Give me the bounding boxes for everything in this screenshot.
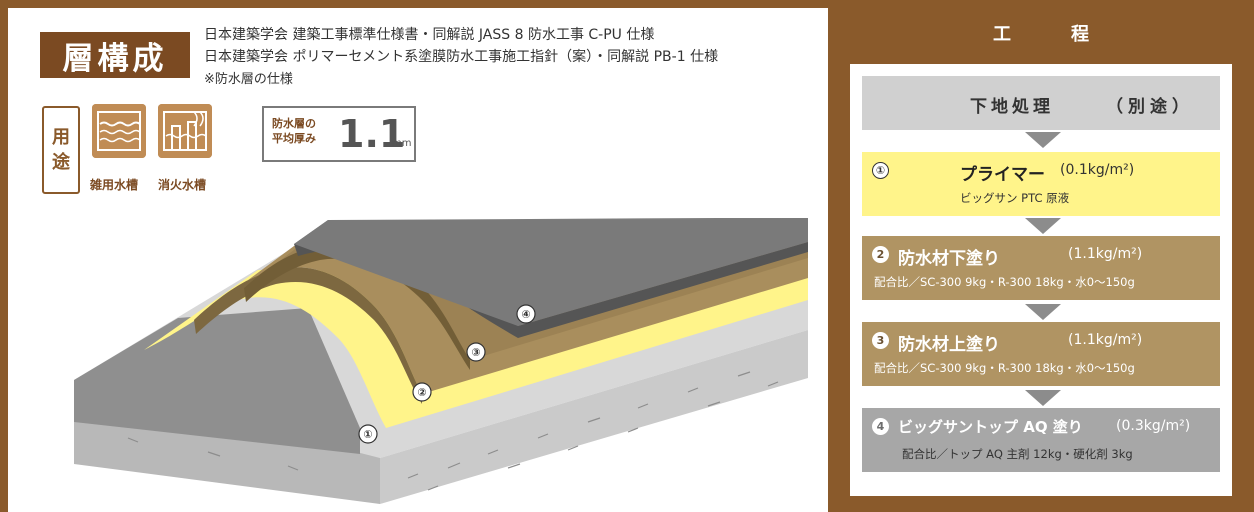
water-tank-icon: [92, 104, 146, 158]
svg-text:①: ①: [363, 428, 372, 441]
spec-line-pb1: 日本建築学会 ポリマーセメント系塗膜防水工事施工指針（案）・同解説 PB-1 仕…: [204, 49, 719, 65]
step-2-name: 防水材下塗り: [898, 249, 1000, 269]
step-4-sub: 配合比／トップ AQ 主剤 12kg・硬化剤 3kg: [902, 447, 1133, 461]
layer-marker-1: ①: [358, 424, 378, 444]
use-label-top: 用: [52, 126, 70, 148]
svg-text:③: ③: [471, 346, 480, 359]
layer-structure-panel: 層構成 日本建築学会 建築工事標準仕様書・同解説 JASS 8 防水工事 C-P…: [8, 8, 828, 512]
step-1-sub: ビッグサン PTC 原液: [960, 191, 1070, 205]
spec-line-jass8: 日本建築学会 建築工事標準仕様書・同解説 JASS 8 防水工事 C-PU 仕様: [204, 27, 655, 43]
process-steps: 下地処理 （別途） ① プライマー (0.1kg/m²) ビッグサン PTC 原…: [850, 64, 1232, 496]
fire-water-tank-icon: [158, 104, 212, 158]
process-title-char-2: 程: [1071, 24, 1149, 45]
step-3-number: 3: [872, 332, 889, 349]
process-title-char-1: 工: [993, 24, 1071, 45]
process-arrow-2: [1025, 218, 1061, 234]
thickness-label-line-1: 防水層の: [272, 117, 316, 130]
topcoat-surface: [294, 218, 808, 326]
process-title: 工 程: [836, 8, 1246, 58]
process-panel: 工 程 下地処理 （別途） ① プライマー (0.1kg/m²) ビッグサン P…: [836, 8, 1246, 504]
step-4-amount: (0.3kg/m²): [1116, 418, 1191, 434]
substrate-side: [380, 330, 808, 504]
thickness-unit: mm: [392, 138, 412, 149]
step-4-number: 4: [872, 418, 889, 435]
use-item-label-2: 消火水槽: [158, 178, 207, 192]
use-item-label-1: 雑用水槽: [90, 178, 139, 192]
process-step-1: ① プライマー (0.1kg/m²) ビッグサン PTC 原液: [862, 152, 1220, 216]
step-2-sub: 配合比／SC-300 9kg・R-300 18kg・水0〜150g: [874, 275, 1135, 289]
step-3-sub: 配合比／SC-300 9kg・R-300 18kg・水0〜150g: [874, 361, 1135, 375]
step-1-number: ①: [872, 162, 889, 179]
layer-marker-4: ④: [516, 304, 536, 324]
step-1-name: プライマー: [960, 165, 1045, 185]
layer-marker-2: ②: [412, 382, 432, 402]
layer-cutaway-diagram: ① ② ③ ④: [74, 218, 808, 504]
process-step-4: 4 ビッグサントップ AQ 塗り (0.3kg/m²) 配合比／トップ AQ 主…: [862, 408, 1220, 472]
thickness-label-line-2: 平均厚み: [272, 132, 316, 145]
spec-line-note: ※防水層の仕様: [204, 72, 293, 87]
layer-marker-3: ③: [466, 342, 486, 362]
base-step-label: 下地処理: [970, 97, 1054, 117]
step-1-amount: (0.1kg/m²): [1060, 162, 1135, 178]
process-step-2: 2 防水材下塗り (1.1kg/m²) 配合比／SC-300 9kg・R-300…: [862, 236, 1220, 300]
use-label-box: 用 途: [42, 106, 80, 194]
thickness-value: 1.1: [338, 112, 406, 156]
base-coat-edge: [194, 267, 422, 404]
svg-text:②: ②: [417, 386, 426, 399]
layer-structure-title: 層構成: [40, 32, 190, 78]
thickness-label: 防水層の 平均厚み: [272, 116, 316, 146]
process-arrow-3: [1025, 304, 1061, 320]
use-label-bottom: 途: [52, 152, 70, 173]
process-step-3: 3 防水材上塗り (1.1kg/m²) 配合比／SC-300 9kg・R-300…: [862, 322, 1220, 386]
thickness-box: 防水層の 平均厚み 1.1 mm: [262, 106, 416, 162]
base-step-note: （別途）: [1106, 97, 1194, 117]
step-2-number: 2: [872, 246, 889, 263]
process-arrow-4: [1025, 390, 1061, 406]
step-4-name: ビッグサントップ AQ 塗り: [898, 418, 1083, 436]
step-3-amount: (1.1kg/m²): [1068, 332, 1143, 348]
step-2-amount: (1.1kg/m²): [1068, 246, 1143, 262]
substrate-aggregate: [127, 371, 779, 491]
process-step-base: 下地処理 （別途）: [862, 76, 1220, 130]
svg-text:④: ④: [521, 308, 530, 321]
step-3-name: 防水材上塗り: [898, 335, 1000, 355]
substrate-exposed: [74, 308, 360, 454]
process-arrow-1: [1025, 132, 1061, 148]
